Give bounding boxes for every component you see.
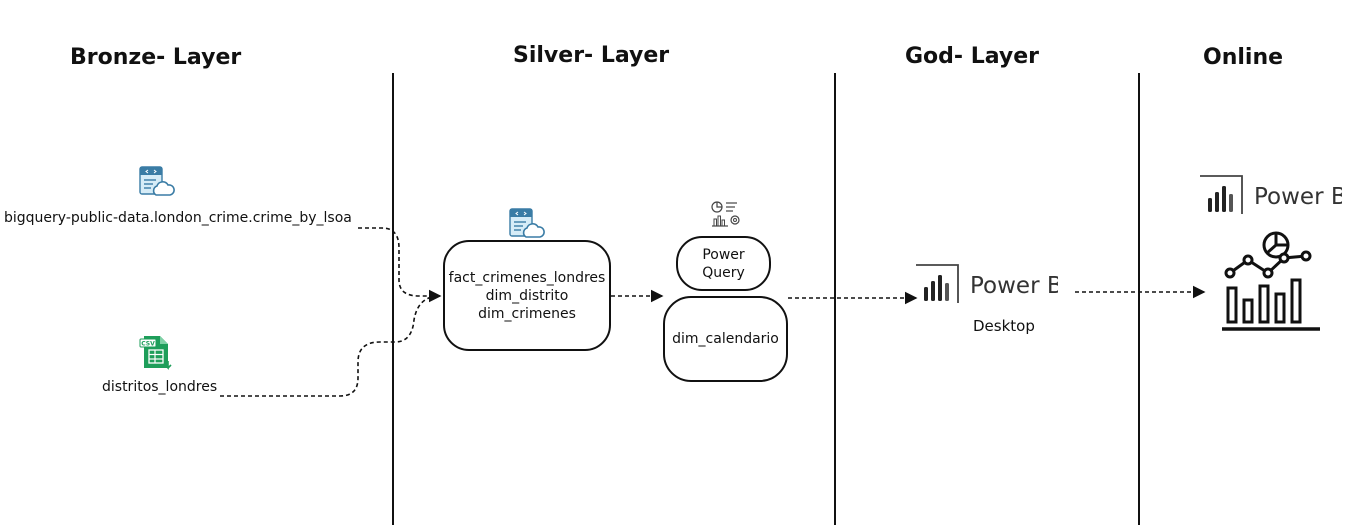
- csv-file-icon: CSV: [139, 336, 172, 370]
- divider-gold-online: [1138, 73, 1140, 525]
- power-bi-desktop-sublabel: Desktop: [973, 317, 1035, 335]
- divider-bronze-silver: [392, 73, 394, 525]
- silver-tables-box: fact_crimenes_londres dim_distrito dim_c…: [443, 240, 611, 351]
- table-dim-crimenes: dim_crimenes: [478, 305, 576, 322]
- connector-csv-to-silver: [220, 295, 441, 397]
- online-layer-header: Online: [1203, 45, 1284, 70]
- analytics-report-icon: [711, 201, 740, 227]
- bigquery-code-cloud-icon: [139, 166, 175, 196]
- table-fact-crimenes-londres: fact_crimenes_londres: [448, 269, 606, 286]
- gold-layer-header: God- Layer: [905, 44, 1040, 69]
- power-query-line-2: Query: [702, 264, 745, 281]
- power-query-box: Power Query: [676, 236, 771, 291]
- divider-silver-gold: [834, 73, 836, 525]
- dim-calendario-box: dim_calendario: [663, 296, 788, 382]
- power-bi-service-wordmark: Power BI: [1254, 184, 1342, 210]
- silver-code-cloud-icon: [509, 208, 545, 238]
- bigquery-source-label: bigquery-public-data.london_crime.crime_…: [4, 210, 352, 226]
- connector-bigquery-to-silver: [358, 227, 442, 303]
- power-bi-service-logo-icon: [1200, 175, 1243, 214]
- csv-badge-text: CSV: [141, 341, 155, 348]
- power-bi-desktop-wordmark: Power BI: [970, 273, 1058, 299]
- csv-source-label: distritos_londres: [102, 379, 218, 395]
- bronze-layer-header: Bronze- Layer: [70, 45, 242, 70]
- table-dim-distrito: dim_distrito: [485, 287, 569, 304]
- dashboard-analytics-icon: [1222, 231, 1320, 331]
- silver-layer-header: Silver- Layer: [513, 43, 670, 68]
- power-query-line-1: Power: [702, 246, 745, 263]
- dim-calendario-label: dim_calendario: [672, 331, 779, 347]
- power-bi-logo-icon: [916, 264, 959, 303]
